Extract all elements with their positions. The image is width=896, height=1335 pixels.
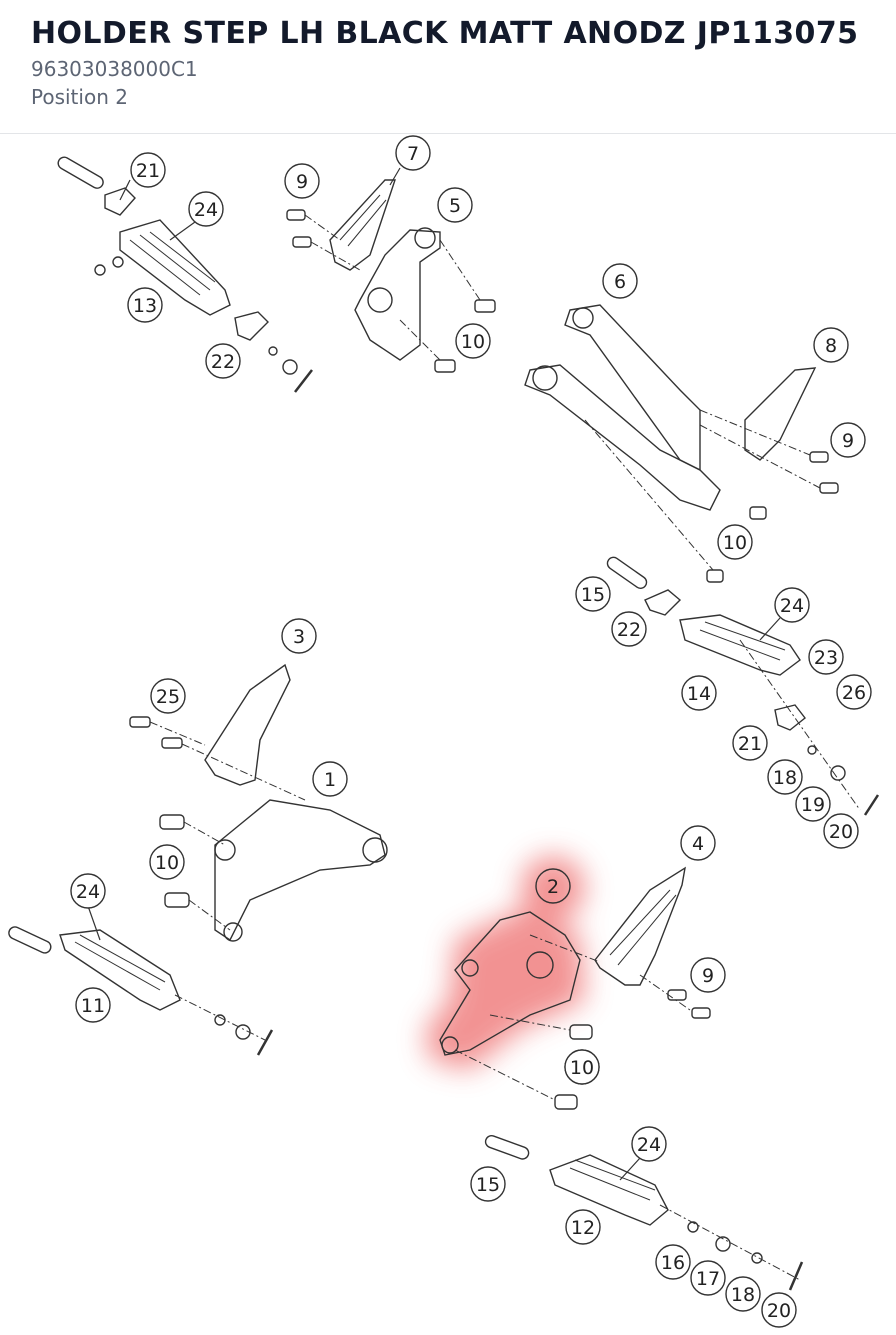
callout-22[interactable]: 22 (205, 343, 241, 379)
callout-15[interactable]: 15 (470, 1166, 506, 1202)
svg-text:5: 5 (449, 195, 461, 217)
svg-text:7: 7 (407, 143, 419, 165)
callout-21[interactable]: 21 (130, 152, 166, 188)
svg-text:25: 25 (156, 686, 180, 708)
callout-10[interactable]: 10 (564, 1049, 600, 1085)
callout-16[interactable]: 16 (655, 1244, 691, 1280)
svg-text:24: 24 (637, 1134, 661, 1156)
svg-text:24: 24 (194, 199, 218, 221)
svg-text:11: 11 (81, 995, 105, 1017)
callout-23[interactable]: 23 (808, 639, 844, 675)
svg-text:15: 15 (476, 1174, 500, 1196)
callout-21[interactable]: 21 (732, 725, 768, 761)
svg-text:13: 13 (133, 295, 157, 317)
page-title: HOLDER STEP LH BLACK MATT ANODZ JP113075 (31, 16, 859, 51)
holder-assembly-bottom-middle (439, 866, 711, 1110)
callout-18[interactable]: 18 (767, 759, 803, 795)
svg-text:8: 8 (825, 335, 837, 357)
svg-text:19: 19 (801, 794, 825, 816)
callout-9[interactable]: 9 (830, 422, 866, 458)
svg-text:20: 20 (829, 821, 853, 843)
callout-25[interactable]: 25 (150, 678, 186, 714)
svg-text:23: 23 (814, 647, 838, 669)
svg-text:21: 21 (136, 160, 160, 182)
svg-text:9: 9 (842, 430, 854, 452)
callout-17[interactable]: 17 (690, 1260, 726, 1296)
svg-text:14: 14 (687, 683, 711, 705)
callout-18[interactable]: 18 (725, 1276, 761, 1312)
svg-text:9: 9 (702, 965, 714, 987)
callout-20[interactable]: 20 (823, 813, 859, 849)
callout-4[interactable]: 4 (680, 825, 716, 861)
svg-text:10: 10 (461, 331, 485, 353)
callout-10[interactable]: 10 (455, 323, 491, 359)
callout-10[interactable]: 10 (717, 524, 753, 560)
exploded-parts-diagram: 21 24 13 22 9 7 5 10 6 8 9 10 10 15 22 2… (8, 135, 880, 1328)
footpeg-assembly-right (606, 556, 880, 816)
callout-10[interactable]: 10 (149, 844, 185, 880)
svg-text:24: 24 (76, 881, 100, 903)
callout-24[interactable]: 24 (70, 873, 106, 909)
callout-12[interactable]: 12 (565, 1209, 601, 1245)
svg-text:10: 10 (723, 532, 747, 554)
svg-text:6: 6 (614, 271, 626, 293)
footpeg-assembly-top-left (57, 156, 313, 393)
callout-15[interactable]: 15 (575, 576, 611, 612)
svg-text:2: 2 (547, 876, 559, 898)
callout-19[interactable]: 19 (795, 786, 831, 822)
holder-assembly-right (524, 304, 839, 583)
callout-24[interactable]: 24 (631, 1126, 667, 1162)
part-number: 96303038000C1 (31, 57, 198, 81)
callout-24[interactable]: 24 (774, 587, 810, 623)
svg-text:24: 24 (780, 595, 804, 617)
svg-text:12: 12 (571, 1217, 595, 1239)
footpeg-assembly-bottom (484, 1134, 804, 1291)
callout-9[interactable]: 9 (284, 163, 320, 199)
svg-text:9: 9 (296, 171, 308, 193)
callout-20[interactable]: 20 (761, 1292, 797, 1328)
svg-text:10: 10 (155, 852, 179, 874)
header: HOLDER STEP LH BLACK MATT ANODZ JP113075… (0, 0, 896, 134)
svg-text:1: 1 (324, 769, 336, 791)
callout-9[interactable]: 9 (690, 957, 726, 993)
callout-11[interactable]: 11 (75, 987, 111, 1023)
svg-text:16: 16 (661, 1252, 685, 1274)
callout-labels: 21 24 13 22 9 7 5 10 6 8 9 10 10 15 22 2… (70, 135, 872, 1328)
leader-lines (87, 167, 781, 1181)
svg-text:10: 10 (570, 1057, 594, 1079)
svg-text:17: 17 (696, 1268, 720, 1290)
callout-8[interactable]: 8 (813, 327, 849, 363)
position-label: Position 2 (31, 85, 128, 109)
svg-text:18: 18 (773, 767, 797, 789)
svg-text:22: 22 (211, 351, 235, 373)
assembly-lines (149, 214, 861, 1281)
svg-text:3: 3 (293, 626, 305, 648)
callout-7[interactable]: 7 (395, 135, 431, 171)
part-drawings (8, 156, 880, 1291)
callout-1[interactable]: 1 (312, 761, 348, 797)
svg-text:22: 22 (617, 619, 641, 641)
footpeg-assembly-bottom-left (8, 926, 274, 1056)
callout-2[interactable]: 2 (535, 868, 571, 904)
svg-text:4: 4 (692, 833, 704, 855)
callout-26[interactable]: 26 (836, 674, 872, 710)
callout-3[interactable]: 3 (281, 618, 317, 654)
callout-24[interactable]: 24 (188, 191, 224, 227)
callout-14[interactable]: 14 (681, 675, 717, 711)
svg-text:15: 15 (581, 584, 605, 606)
svg-text:21: 21 (738, 733, 762, 755)
svg-text:20: 20 (767, 1300, 791, 1322)
callout-13[interactable]: 13 (127, 287, 163, 323)
highlight-part-2 (425, 856, 585, 1070)
callout-6[interactable]: 6 (602, 263, 638, 299)
callout-22[interactable]: 22 (611, 611, 647, 647)
svg-text:18: 18 (731, 1284, 755, 1306)
callout-5[interactable]: 5 (437, 187, 473, 223)
svg-text:26: 26 (842, 682, 866, 704)
